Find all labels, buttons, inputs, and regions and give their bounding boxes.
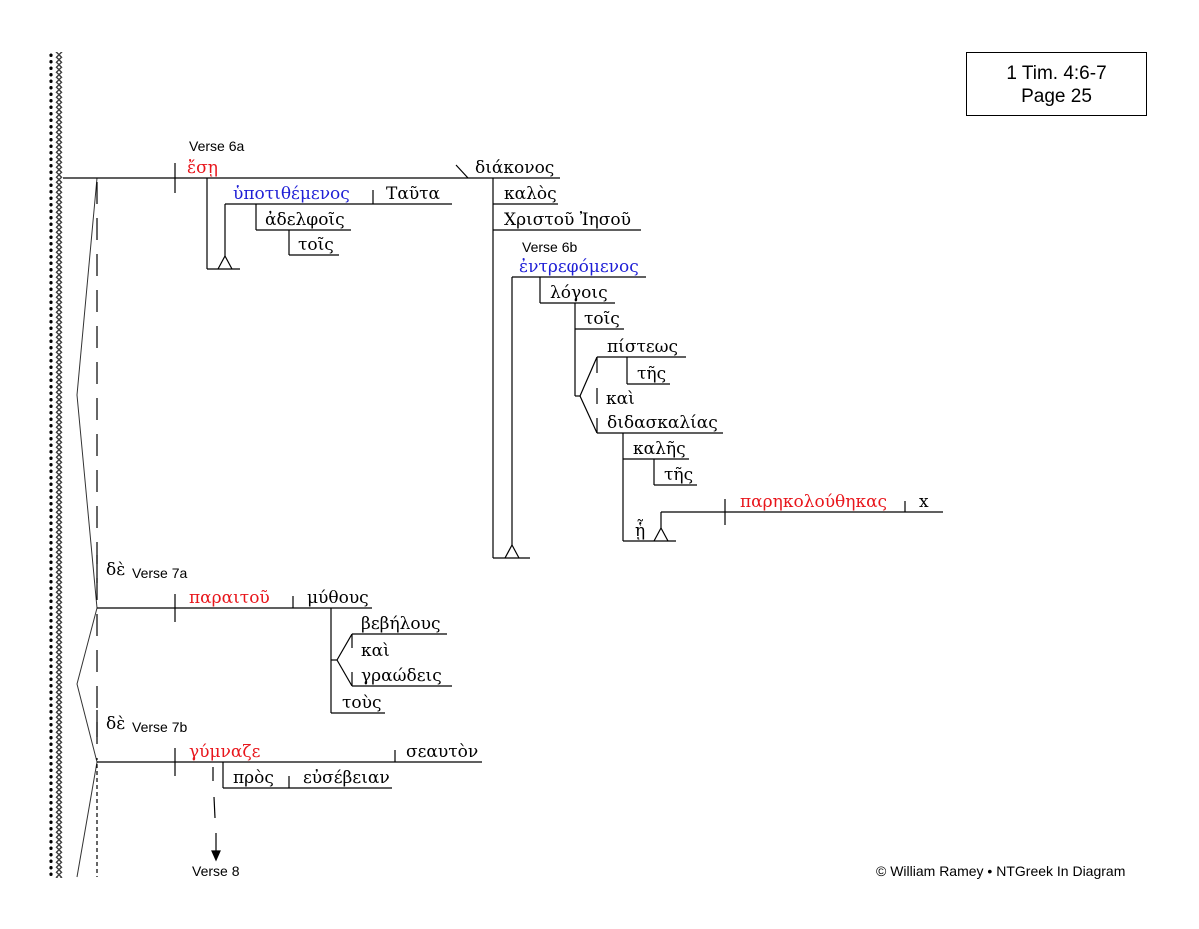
- v6a-pedestal: [217, 254, 233, 270]
- v6b-pedestal: [504, 543, 520, 559]
- v6a-predicate-genitive: Χριστοῦ Ἰησοῦ: [504, 210, 631, 230]
- verse-label-6b: Verse 6b: [522, 239, 578, 255]
- verse-label-7b: Verse 7b: [132, 719, 188, 735]
- verse-label-8: Verse 8: [192, 863, 240, 879]
- v6b-article: τοῖς: [584, 309, 620, 329]
- v7a-modifier-2: γραώδεις: [361, 666, 442, 686]
- v7a-conjunction: δὲ: [106, 560, 126, 580]
- v6b-compound-first: πίστεως: [607, 337, 679, 357]
- v7b-prep-object: εὐσέβειαν: [303, 768, 390, 788]
- relative-pedestal: [653, 526, 669, 542]
- v6b-compound-second-modifier: καλῆς: [633, 439, 686, 459]
- copyright-notice: © William Ramey • NTGreek In Diagram: [876, 863, 1126, 879]
- zigzag-connector: [76, 177, 98, 878]
- v6a-participle: ὑποτιθέμενος: [233, 184, 350, 204]
- v6b-relative-object: x: [919, 492, 929, 512]
- v6a-predicate: διάκονος: [475, 158, 555, 178]
- verse-label-6a: Verse 6a: [189, 138, 245, 154]
- v7a-modifier-1: βεβήλους: [361, 614, 441, 634]
- reference-box: 1 Tim. 4:6-7 Page 25: [966, 52, 1147, 116]
- v6b-relative-pronoun: ᾗ: [635, 521, 646, 541]
- v7b-conjunction: δὲ: [106, 714, 126, 734]
- v7a-object: μύθους: [307, 588, 369, 608]
- v6a-object: Ταῦτα: [386, 184, 441, 204]
- v6b-object: λόγοις: [550, 283, 608, 303]
- v6a-predicate-modifier: καλὸς: [504, 184, 557, 204]
- page-number: Page 25: [1021, 86, 1092, 107]
- predicate-slash: [455, 164, 469, 179]
- arrow-down-icon: [211, 850, 221, 862]
- page-border-dots: [48, 52, 54, 878]
- v6b-compound-second-article: τῆς: [664, 465, 694, 485]
- v7b-verb: γύμναζε: [189, 742, 261, 762]
- v6b-compound-second: διδασκαλίας: [607, 413, 718, 433]
- passage-reference: 1 Tim. 4:6-7: [1006, 63, 1107, 84]
- v6b-compound-first-article: τῆς: [637, 364, 667, 384]
- v7a-verb: παραιτοῦ: [189, 588, 270, 608]
- v7a-article: τοὺς: [342, 693, 382, 713]
- v7b-object: σεαυτὸν: [406, 742, 479, 762]
- v7a-modifier-conjunction: καὶ: [361, 641, 390, 661]
- v6b-relative-verb: παρηκολούθηκας: [740, 492, 888, 512]
- verse-label-7a: Verse 7a: [132, 565, 188, 581]
- page-border-diamonds: [55, 52, 63, 878]
- v6a-article: τοῖς: [298, 235, 334, 255]
- v6a-indirect-object: ἀδελφοῖς: [265, 210, 345, 230]
- v6b-compound-conjunction: καὶ: [606, 389, 635, 409]
- v6a-verb: ἔσῃ: [187, 158, 218, 178]
- v6b-participle: ἐντρεφόμενος: [519, 257, 639, 277]
- v7b-preposition: πρὸς: [233, 768, 274, 788]
